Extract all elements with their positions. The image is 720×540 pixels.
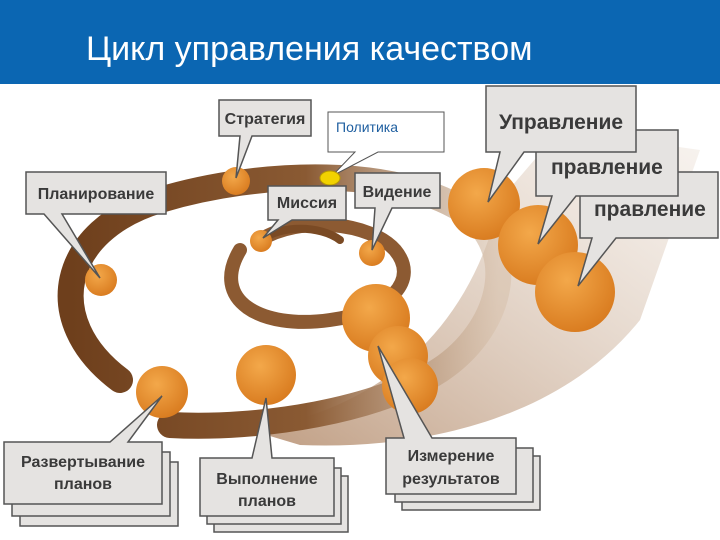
- label-policy: Политика: [336, 119, 398, 135]
- callout-execution: Выполнение планов: [199, 397, 349, 533]
- label-deployment-line2: планов: [54, 476, 112, 493]
- node-execution: [236, 345, 296, 405]
- callout-deployment: Развертывание планов: [3, 395, 179, 527]
- node-strategy: [222, 167, 250, 195]
- label-strategy: Стратегия: [225, 111, 306, 128]
- callout-strategy: Стратегия: [218, 99, 312, 179]
- node-management-1: [448, 168, 520, 240]
- callout-management-2: правление: [535, 129, 679, 245]
- node-vision: [359, 240, 385, 266]
- title-bar: Цикл управления качеством: [0, 0, 720, 84]
- label-management-1: Управление: [499, 111, 623, 134]
- label-measurement-line1: Измерение: [408, 448, 495, 465]
- label-management-2: правление: [551, 156, 663, 179]
- label-execution-line2: планов: [238, 493, 296, 510]
- node-planning: [85, 264, 117, 296]
- callout-planning: Планирование: [25, 171, 167, 279]
- callout-management-3: правление: [577, 171, 719, 287]
- label-planning: Планирование: [38, 186, 155, 203]
- callout-mission: Миссия: [262, 185, 347, 239]
- policy-dot: [319, 170, 341, 186]
- callout-management-1: Управление: [485, 85, 637, 203]
- page-title: Цикл управления качеством: [86, 30, 533, 68]
- label-execution-line1: Выполнение: [216, 471, 317, 488]
- node-deployment: [136, 366, 188, 418]
- label-vision: Видение: [363, 184, 432, 201]
- callout-policy: Политика: [319, 111, 445, 186]
- label-mission: Миссия: [277, 195, 337, 212]
- callout-vision: Видение: [354, 172, 441, 251]
- callout-measurement: Измерение результатов: [377, 345, 541, 511]
- label-management-3: правление: [594, 198, 706, 221]
- label-deployment-line1: Развертывание: [21, 454, 145, 471]
- node-management-3: [535, 252, 615, 332]
- label-measurement-line2: результатов: [402, 471, 500, 488]
